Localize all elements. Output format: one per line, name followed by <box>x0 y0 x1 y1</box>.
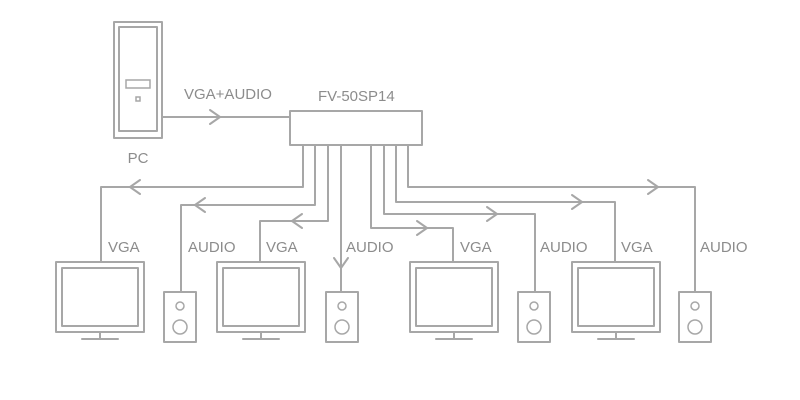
arrow-icon <box>333 257 349 269</box>
arrow-icon <box>486 206 498 222</box>
device-model-label: FV-50SP14 <box>318 88 395 105</box>
cable-vga-1 <box>100 144 304 263</box>
arrow-icon <box>571 194 583 210</box>
cable-vga-2 <box>259 144 329 263</box>
audio-label-1: AUDIO <box>188 239 236 256</box>
speaker-icon <box>163 291 197 343</box>
output-cables <box>100 144 696 293</box>
audio-label-4: AUDIO <box>700 239 748 256</box>
splitter-box <box>289 110 423 146</box>
cable-audio-1 <box>180 144 316 293</box>
arrow-icon <box>129 179 141 195</box>
speaker-icon <box>517 291 551 343</box>
cable-vga-4 <box>395 144 616 263</box>
vga-label-4: VGA <box>621 239 653 256</box>
arrow-icon <box>647 179 659 195</box>
vga-label-1: VGA <box>108 239 140 256</box>
pc-label: PC <box>128 150 149 167</box>
cable-audio-3 <box>383 144 536 293</box>
pc-link-line <box>161 109 291 125</box>
monitor-icon <box>571 261 661 340</box>
cable-audio-4 <box>407 144 696 293</box>
arrow-icon <box>416 220 428 236</box>
speaker-icon <box>325 291 359 343</box>
arrow-icon <box>194 197 206 213</box>
monitor-icon <box>55 261 145 340</box>
monitor-icon <box>216 261 306 340</box>
audio-label-3: AUDIO <box>540 239 588 256</box>
speaker-icon <box>678 291 712 343</box>
monitor-icon <box>409 261 499 340</box>
arrow-icon <box>291 213 303 229</box>
vga-label-3: VGA <box>460 239 492 256</box>
pc-tower-icon <box>113 21 163 139</box>
cable-vga-3 <box>370 144 454 263</box>
link-label: VGA+AUDIO <box>184 86 272 103</box>
vga-label-2: VGA <box>266 239 298 256</box>
audio-label-2: AUDIO <box>346 239 394 256</box>
